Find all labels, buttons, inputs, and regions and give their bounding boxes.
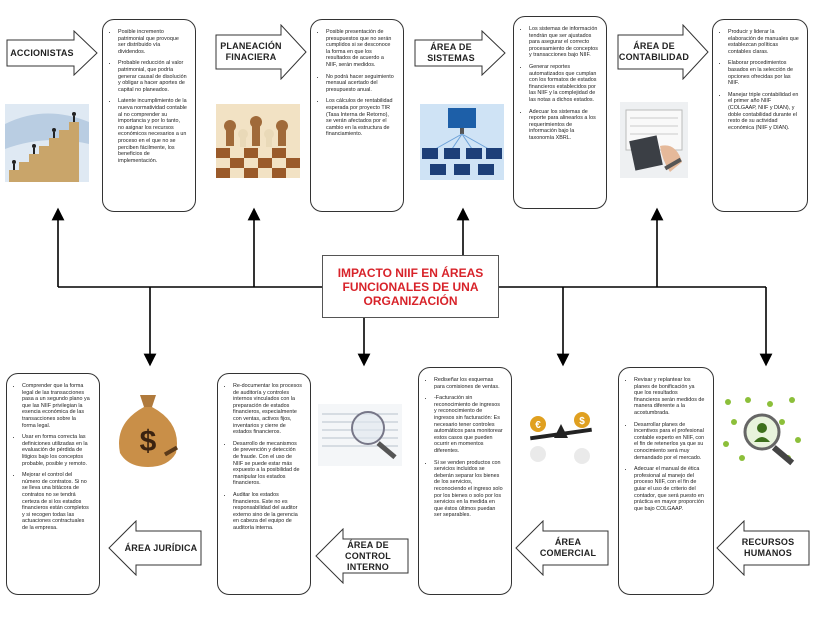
- list-item: Manejar triple contabilidad en el primer…: [728, 92, 799, 132]
- area-label: RECURSOS HUMANOS: [741, 537, 795, 558]
- comercial-box: Rediseñar los esquemas para comisiones d…: [418, 367, 512, 595]
- list-item: Posible incremento patrimonial que provo…: [118, 29, 187, 55]
- area-label: ACCIONISTAS: [10, 47, 74, 58]
- list-item: Los sistemas de información tendrán que …: [529, 26, 598, 59]
- list-item: Los cálculos de rentabilidad esperada po…: [326, 98, 395, 138]
- list-item: Posible presentación de presupuestos que…: [326, 29, 395, 69]
- svg-text:$: $: [140, 425, 157, 458]
- planeacion-box: Posible presentación de presupuestos que…: [310, 19, 404, 212]
- list-item: Rediseñar los esquemas para comisiones d…: [434, 377, 503, 390]
- area-label: PLANEACIÓN FINACIERA: [220, 41, 282, 62]
- area-control-interno-arrow: ÁREA DE CONTROL INTERNO: [315, 528, 409, 584]
- list-item: Auditar los estados financieros. Este no…: [233, 492, 302, 532]
- list-item: -Facturación sin reconocimiento de ingre…: [434, 395, 503, 454]
- list-item: Probable reducción al valor patrimonial,…: [118, 60, 187, 93]
- currency-balance-image: € $: [516, 404, 606, 468]
- list-item: Elaborar procedimientos basados en la se…: [728, 60, 799, 86]
- area-sistemas-arrow: ÁREA DE SISTEMAS: [414, 30, 506, 76]
- list-item: Adecuar el manual de ética profesional a…: [634, 466, 705, 512]
- area-label: ÁREA COMERCIAL: [539, 537, 597, 558]
- juridica-box: Comprender que la forma legal de las tra…: [6, 373, 100, 595]
- accionistas-image: [5, 104, 89, 182]
- area-label: ÁREA DE CONTABILIDAD: [618, 41, 690, 62]
- area-juridica-arrow: ÁREA JURÍDICA: [108, 520, 202, 576]
- recursos-humanos-box: Revisar y replantear los planes de bonif…: [618, 367, 714, 595]
- chess-board-image: [216, 104, 300, 178]
- list-item: No podrá hacer seguimiento mensual acert…: [326, 74, 395, 94]
- list-item: Desarrollar planes de incentivos para el…: [634, 422, 705, 462]
- magnifier-document-image: [318, 404, 402, 466]
- list-item: Re-documentar los procesos de auditoría …: [233, 383, 302, 436]
- list-item: Revisar y replantear los planes de bonif…: [634, 377, 705, 417]
- list-item: Usar en forma correcta las definiciones …: [22, 434, 91, 467]
- center-title: IMPACTO NIIF EN ÁREAS FUNCIONALES DE UNA…: [322, 255, 499, 318]
- area-planeacion-arrow: PLANEACIÓN FINACIERA: [215, 24, 307, 80]
- list-item: Si se venden productos con servicios inc…: [434, 460, 503, 519]
- area-contabilidad-arrow: ÁREA DE CONTABILIDAD: [617, 24, 709, 80]
- area-recursos-humanos-arrow: RECURSOS HUMANOS: [716, 520, 810, 576]
- money-bag-image: $: [106, 389, 190, 469]
- control-interno-box: Re-documentar los procesos de auditoría …: [217, 373, 311, 595]
- list-item: Generar reportes automatizados que cumpl…: [529, 64, 598, 104]
- people-magnifier-image: [718, 392, 808, 472]
- list-item: Mejorar el control del número de contrat…: [22, 472, 91, 531]
- list-item: Latente incumplimiento de la nueva norma…: [118, 98, 187, 164]
- list-item: Producir y liderar la elaboración de man…: [728, 29, 799, 55]
- sistemas-box: Los sistemas de información tendrán que …: [513, 16, 607, 209]
- computer-network-image: [420, 104, 504, 180]
- area-label: ÁREA JURÍDICA: [124, 542, 198, 553]
- area-label: ÁREA DE CONTROL INTERNO: [345, 539, 391, 572]
- contabilidad-box: Producir y liderar la elaboración de man…: [712, 19, 808, 212]
- svg-text:$: $: [579, 416, 585, 427]
- area-accionistas-arrow: ACCIONISTAS: [6, 30, 98, 76]
- accionistas-box: Posible incremento patrimonial que provo…: [102, 19, 196, 212]
- calculator-image: [620, 102, 688, 178]
- list-item: Adecuar los sistemas de reporte para ali…: [529, 109, 598, 142]
- area-label: ÁREA DE SISTEMAS: [427, 42, 475, 63]
- list-item: Comprender que la forma legal de las tra…: [22, 383, 91, 429]
- area-comercial-arrow: ÁREA COMERCIAL: [515, 520, 609, 576]
- svg-text:€: €: [535, 420, 541, 431]
- list-item: Desarrollo de mecanismos de prevención y…: [233, 441, 302, 487]
